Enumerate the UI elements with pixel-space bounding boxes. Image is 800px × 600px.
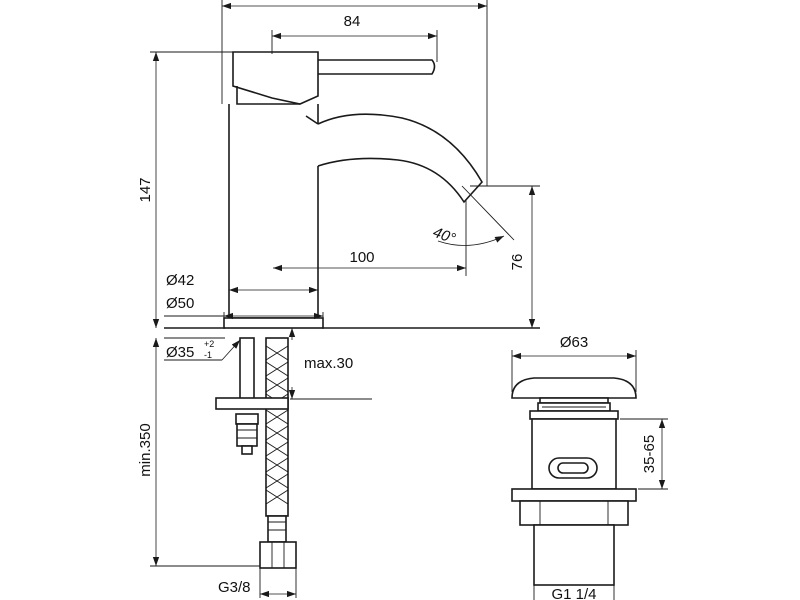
flexible-hose — [265, 337, 289, 517]
dimension-labels: 84 147 100 76 40° Ø42 Ø50 Ø35 +2 -1 max.… — [137, 13, 658, 600]
dim-g1-1-4: G1 1/4 — [551, 586, 596, 600]
dim-84: 84 — [344, 13, 361, 30]
dim-35-65: 35-65 — [641, 435, 658, 473]
waste-nut — [511, 488, 637, 502]
faucet-body — [164, 51, 540, 339]
dim-100: 100 — [349, 249, 374, 266]
threaded-rod — [239, 337, 255, 401]
dim-d63: Ø63 — [560, 334, 588, 351]
dim-min-350: min.350 — [137, 423, 154, 476]
dim-d42: Ø42 — [166, 272, 194, 289]
fixing-assembly — [215, 337, 297, 569]
hose-nut — [259, 541, 297, 569]
cartridge-cap — [232, 51, 319, 105]
dim-angle-40: 40° — [431, 224, 458, 248]
fixing-plate — [215, 397, 289, 410]
dim-d35-tol-minus: -1 — [204, 350, 212, 360]
waste-assembly — [511, 377, 637, 586]
dim-d35: Ø35 — [166, 344, 194, 361]
lever-handle — [318, 59, 436, 75]
dim-g38: G3/8 — [218, 579, 251, 596]
dim-d50: Ø50 — [166, 295, 194, 312]
base-ring — [223, 317, 324, 329]
spout-root — [305, 115, 319, 125]
dim-147: 147 — [137, 177, 154, 202]
collar — [236, 86, 300, 105]
main-column — [228, 104, 319, 318]
waste-cap — [511, 377, 637, 399]
dimension-lines — [150, 0, 668, 600]
dim-76: 76 — [509, 254, 526, 271]
dim-d35-tol-plus: +2 — [204, 339, 214, 349]
spout — [317, 113, 483, 204]
dim-max-30: max.30 — [304, 355, 353, 372]
waste-tail — [533, 524, 615, 586]
